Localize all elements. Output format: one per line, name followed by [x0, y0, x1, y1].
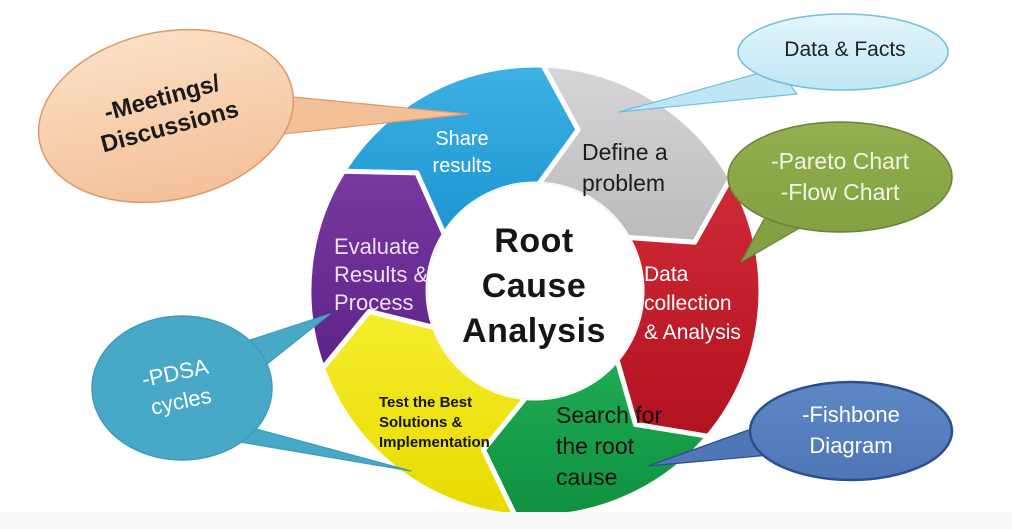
bubble-label-fishbone-diagram: -Fishbone Diagram [802, 402, 900, 458]
bubble-pareto-flow-chart [727, 121, 953, 233]
bottom-strip [0, 512, 1012, 529]
segment-label-test-best-solutions: Test the Best Solutions & Implementation [379, 394, 490, 451]
center-circle [426, 182, 644, 400]
segment-label-data-collection-analysis: Data collection & Analysis [644, 263, 741, 344]
bubble-label-pareto-flow-chart: -Pareto Chart -Flow Chart [770, 148, 910, 205]
segment-label-evaluate-results-process: Evaluate Results & Process [334, 234, 429, 315]
bubble-pdsa-cycles [91, 315, 273, 461]
segment-label-share-results: Share results [432, 128, 492, 177]
bubble-data-facts [737, 13, 949, 91]
segment-label-define-a-problem: Define a problem [582, 139, 668, 196]
bubble-meetings-discussions [37, 28, 295, 204]
bubble-fishbone-diagram [748, 380, 954, 482]
bubble-label-data-facts: Data & Facts [784, 38, 906, 61]
segment-label-search-root-cause: Search for the root cause [556, 402, 663, 490]
center-title: Root Cause Analysis [462, 222, 606, 350]
